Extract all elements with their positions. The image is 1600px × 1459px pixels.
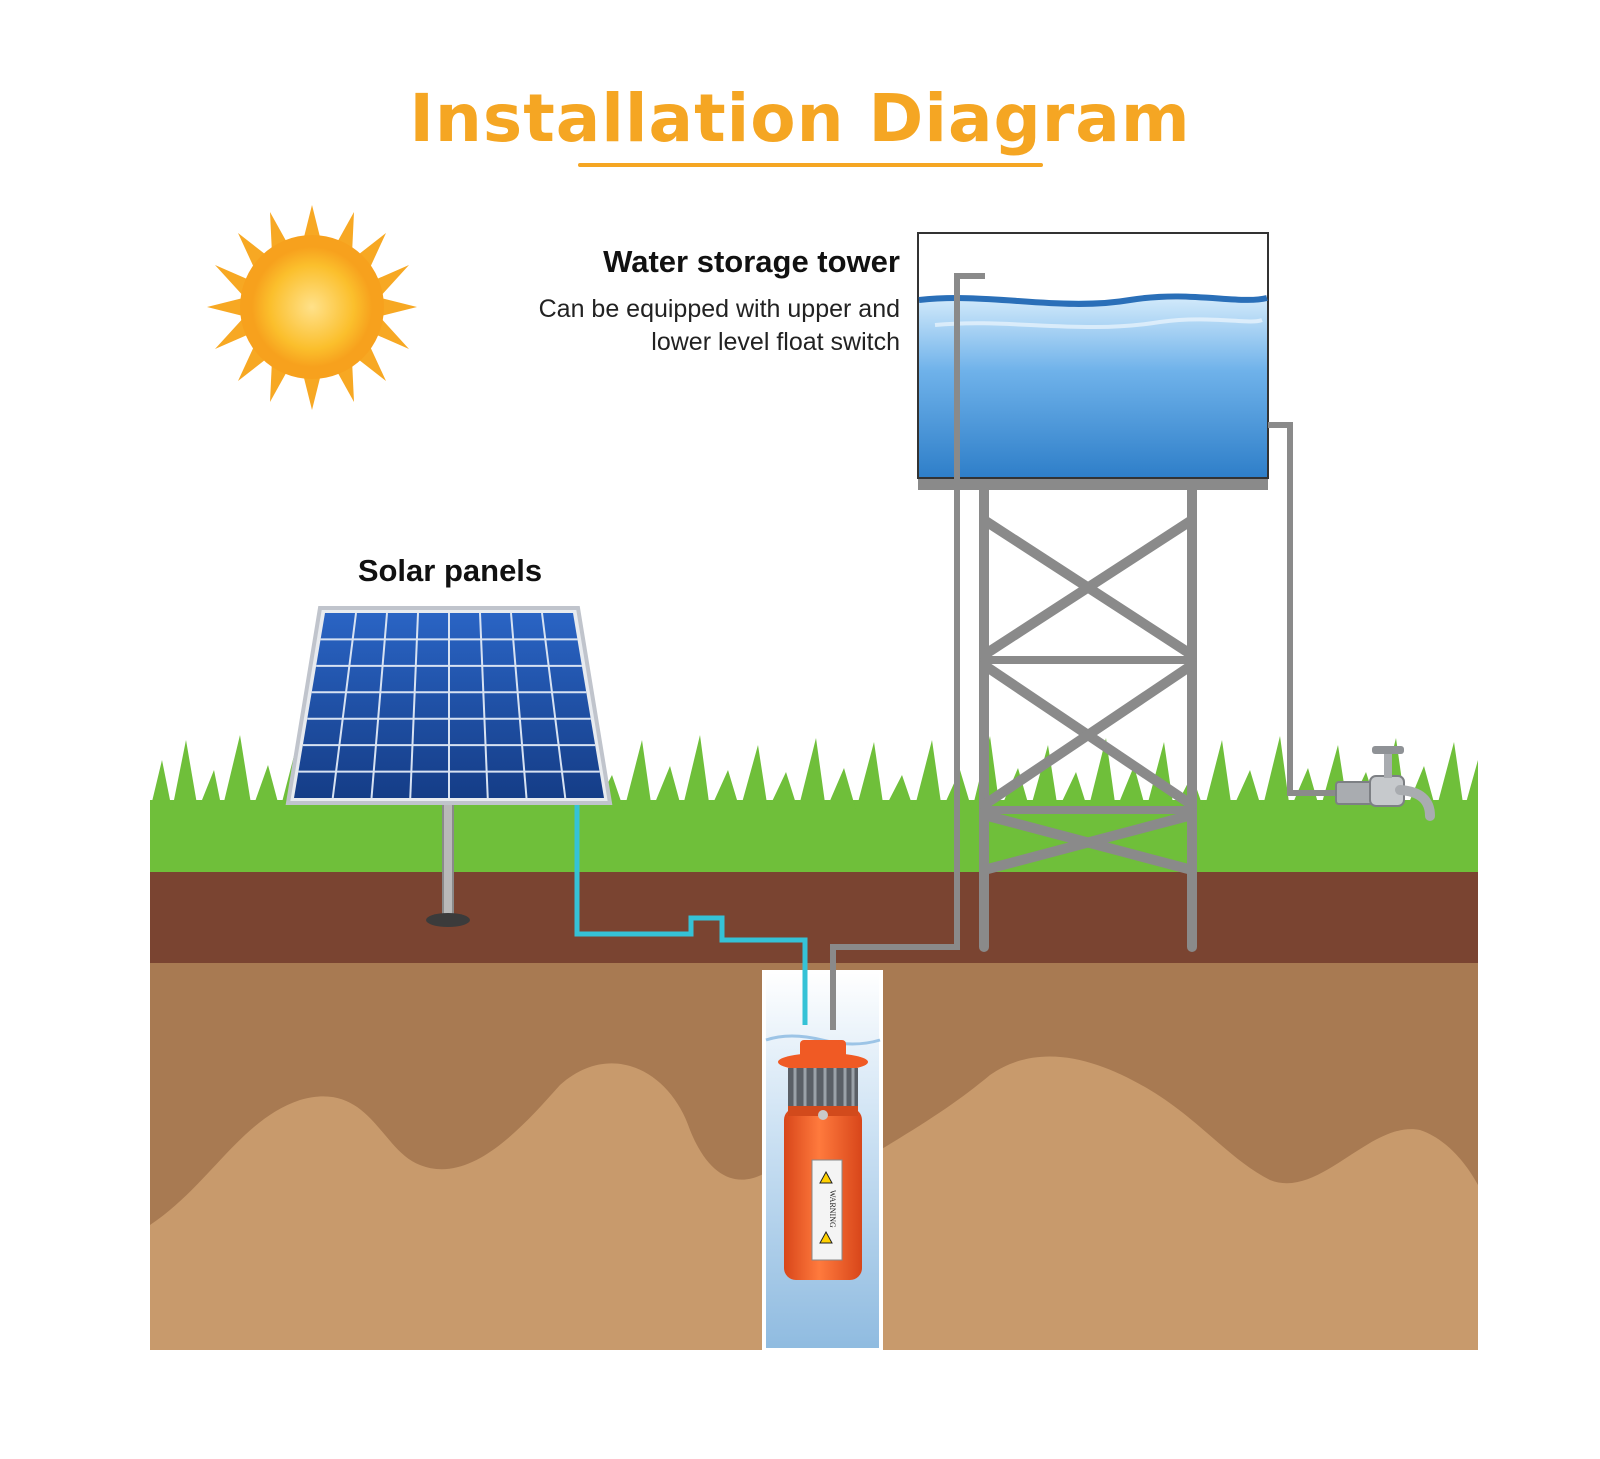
outlet-pipe [1268,422,1338,796]
panel-grid-line [541,612,567,799]
grass [150,735,1478,872]
delivery-pipe [830,273,985,1030]
submersible-pump-icon: WARNING [778,1040,868,1280]
water-tower-icon [917,232,1269,952]
title-underline [578,163,1043,167]
water-tower-note: Can be equipped with upper and lower lev… [538,295,900,356]
solar-panel-icon [285,606,613,805]
panel-grid-line [510,612,528,799]
sun-icon [207,205,417,410]
page-title: Installation Diagram [409,80,1191,157]
topsoil-layer [150,870,1478,963]
water-tower-label: Water storage tower [603,244,900,279]
panel-grid-line [409,612,419,799]
panel-grid-line [479,612,489,799]
tank-water [919,300,1267,477]
water-tap-icon [1335,746,1435,821]
panel-grid-line [370,612,388,799]
pump-warning-text: WARNING [828,1190,837,1228]
solar-panels-label: Solar panels [357,553,543,588]
solar-cable [574,805,808,1025]
panel-grid-line [331,612,357,799]
